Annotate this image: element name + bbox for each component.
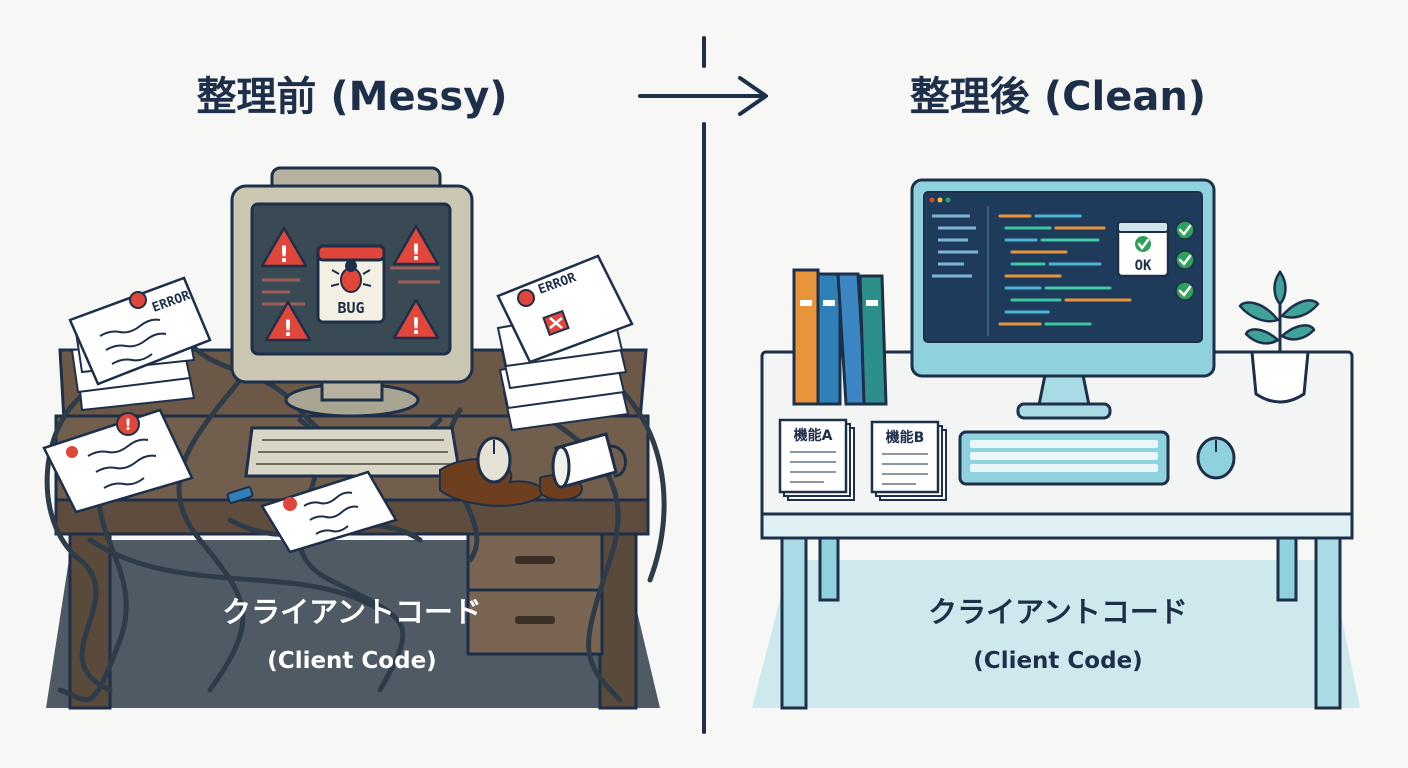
doc-a-label: 機能A: [794, 427, 833, 444]
check-icon: [1135, 236, 1151, 252]
clean-scene: OK: [752, 178, 1360, 710]
plant-icon: [1238, 269, 1320, 404]
ok-label: OK: [1135, 258, 1152, 274]
before-caption-en: (Client Code): [267, 648, 436, 674]
warning-icon: !: [260, 226, 308, 268]
bug-icon: [330, 260, 372, 293]
bug-label: BUG: [337, 299, 364, 317]
usb-stick-icon: [226, 486, 254, 504]
arrow-right-icon: [638, 76, 768, 116]
check-icon: [1175, 281, 1195, 301]
mouse: [476, 436, 512, 484]
doc-b-label: 機能B: [886, 429, 925, 446]
warning-icon: !: [392, 224, 440, 266]
crt-monitor: BUG ! ! ! !: [230, 166, 474, 418]
after-caption-en: (Client Code): [973, 648, 1142, 674]
svg-text:!: !: [124, 415, 131, 434]
error-note: [260, 470, 398, 554]
svg-text:!: !: [283, 317, 293, 342]
error-paper-stack: ERROR: [68, 276, 212, 412]
error-note: !: [42, 408, 194, 514]
binders: [792, 268, 888, 406]
bug-window: BUG: [316, 244, 386, 324]
ok-dialog: OK: [1116, 220, 1170, 278]
after-caption-jp: クライアントコード: [928, 595, 1188, 629]
clean-keyboard: [958, 430, 1170, 486]
before-caption-jp: クライアントコード: [222, 595, 482, 629]
feature-doc-b: 機能B: [870, 420, 947, 501]
svg-text:!: !: [411, 241, 421, 266]
close-icon: [549, 317, 563, 329]
check-icon: [1175, 250, 1195, 270]
messy-keyboard: [244, 426, 462, 478]
clean-mouse: [1196, 436, 1236, 480]
clean-floor-shadow: [752, 560, 1360, 708]
drawer-unit: [466, 526, 604, 656]
after-title: 整理後 (Clean): [910, 74, 1206, 120]
tipped-cup-icon: [551, 432, 627, 489]
messy-scene: BUG ! ! ! !: [42, 166, 667, 710]
svg-text:!: !: [411, 315, 421, 340]
svg-text:!: !: [279, 243, 289, 268]
feature-doc-a: 機能A: [778, 418, 855, 501]
warning-icon: !: [264, 300, 312, 342]
error-paper-stack: ERROR: [496, 254, 634, 432]
warning-icon: !: [392, 298, 440, 340]
check-icon: [1175, 220, 1195, 240]
before-title: 整理前 (Messy): [196, 74, 507, 120]
flat-monitor: OK: [910, 178, 1216, 420]
